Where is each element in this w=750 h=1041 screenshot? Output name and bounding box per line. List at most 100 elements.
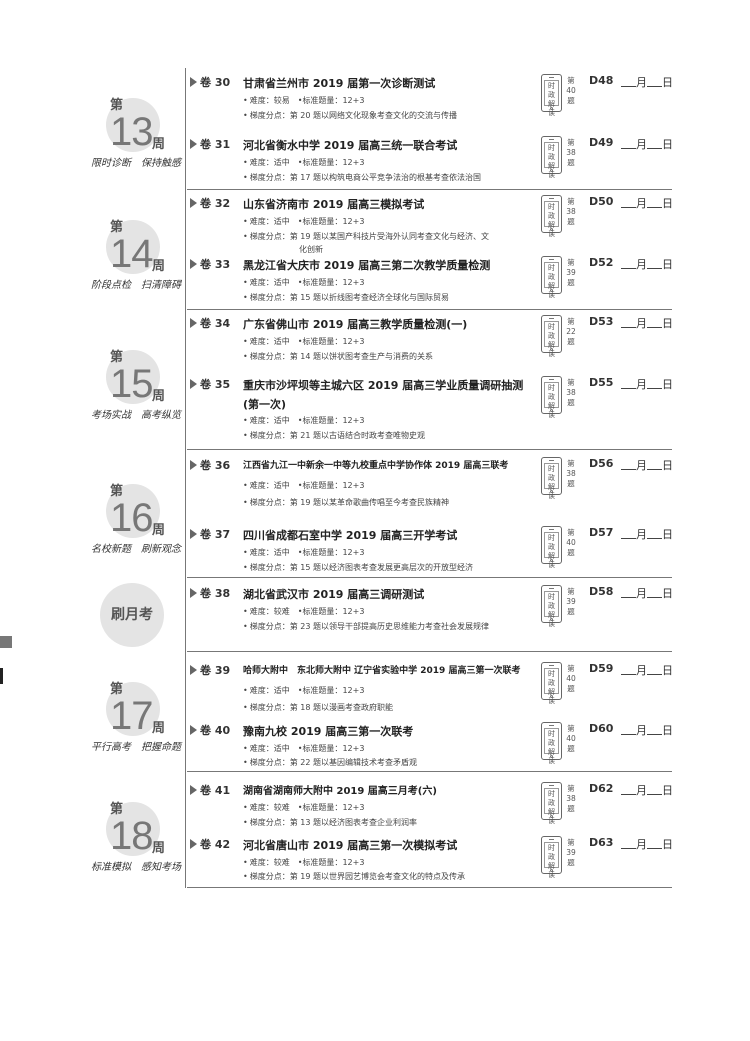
date-blank[interactable]: 月日 <box>621 662 673 678</box>
paper-entry[interactable]: 卷 41 湖南省湖南师大附中 2019 届高三月考(六) •难度：较难 •标准题… <box>187 782 673 834</box>
date-blank[interactable]: 月日 <box>621 722 673 738</box>
section-separator <box>187 308 672 310</box>
day-code: D56 <box>589 457 614 470</box>
week-motto: 平行高考 把握命题 <box>91 742 181 753</box>
date-blank[interactable]: 月日 <box>621 74 673 90</box>
day-code: D63 <box>589 836 614 849</box>
date-blank[interactable]: 月日 <box>621 526 673 542</box>
phone-icon[interactable]: 时政解读 <box>541 315 562 358</box>
arrow-icon <box>190 77 197 87</box>
monthly-badge: 刷月考 <box>80 578 190 652</box>
week-motto: 考场实战 高考纵览 <box>91 410 181 421</box>
paper-entry[interactable]: 卷 34 广东省佛山市 2019 届高三教学质量检测(一) •难度：适中 •标准… <box>187 315 673 371</box>
monthly-exam-label: 刷月考 <box>100 583 164 647</box>
paper-title: 河北省衡水中学 2019 届高三统一联合考试 <box>243 139 458 152</box>
paper-entry[interactable]: 卷 31 河北省衡水中学 2019 届高三统一联合考试 •难度：适中 •标准题量… <box>187 136 673 186</box>
week-number: 15 <box>110 362 153 406</box>
phone-icon[interactable]: 时政解读 <box>541 136 562 179</box>
phone-icon[interactable]: 时政解读 <box>541 526 562 569</box>
arrow-icon <box>190 529 197 539</box>
phone-icon[interactable]: 时政解读 <box>541 457 562 500</box>
monthly-section: 刷月考 卷 38 湖北省武汉市 2019 届高三调研测试 •难度：较难 •标准题… <box>80 578 673 652</box>
divider <box>185 190 186 310</box>
week-number: 18 <box>110 814 153 858</box>
paper-entry[interactable]: 卷 42 河北省唐山市 2019 届高三第一次模拟考试 •难度：较难 •标准题量… <box>187 836 673 884</box>
arrow-icon <box>190 259 197 269</box>
divider <box>185 652 186 772</box>
week-section: 第 18 周 标准模拟 感知考场 卷 41 湖南省湖南师大附中 2019 届高三… <box>80 772 673 888</box>
section-separator <box>187 886 672 888</box>
week-section: 第 13 周 限时诊断 保持触感 卷 30 甘肃省兰州市 2019 届第一次诊断… <box>80 68 673 190</box>
phone-icon[interactable]: 时政解读 <box>541 376 562 419</box>
paper-entry[interactable]: 卷 36 江西省九江一中新余一中等九校重点中学协作体 2019 届高三联考 •难… <box>187 457 673 517</box>
paper-title: 河北省唐山市 2019 届高三第一次模拟考试 <box>243 839 458 852</box>
date-blank[interactable]: 月日 <box>621 315 673 331</box>
phone-icon[interactable]: 时政解读 <box>541 256 562 299</box>
week-number: 13 <box>110 110 153 154</box>
arrow-icon <box>190 785 197 795</box>
week-badge: 第 14 周 阶段点检 扫清障碍 <box>80 190 190 310</box>
date-blank[interactable]: 月日 <box>621 256 673 272</box>
paper-entry[interactable]: 卷 39 哈师大附中 东北师大附中 辽宁省实验中学 2019 届高三第一次联考 … <box>187 662 673 720</box>
day-code: D62 <box>589 782 614 795</box>
divider <box>185 772 186 888</box>
paper-entry[interactable]: 卷 38 湖北省武汉市 2019 届高三调研测试 •难度：较难 •标准题量：12… <box>187 585 673 645</box>
phone-icon[interactable]: 时政解读 <box>541 74 562 117</box>
phone-icon[interactable]: 时政解读 <box>541 722 562 765</box>
phone-icon[interactable]: 时政解读 <box>541 195 562 238</box>
paper-entry[interactable]: 卷 40 豫南九校 2019 届高三第一次联考 •难度：适中 •标准题量：12+… <box>187 722 673 770</box>
day-code: D48 <box>589 74 614 87</box>
phone-icon[interactable]: 时政解读 <box>541 585 562 628</box>
paper-title: 湖北省武汉市 2019 届高三调研测试 <box>243 588 425 601</box>
date-blank[interactable]: 月日 <box>621 195 673 211</box>
arrow-icon <box>190 139 197 149</box>
paper-title: 湖南省湖南师大附中 2019 届高三月考(六) <box>243 786 437 797</box>
paper-entry[interactable]: 卷 33 黑龙江省大庆市 2019 届高三第二次教学质量检测 •难度：适中 •标… <box>187 256 673 306</box>
side-tab-marker <box>0 636 12 648</box>
paper-entry[interactable]: 卷 32 山东省济南市 2019 届高三模拟考试 •难度：适中 •标准题量：12… <box>187 195 673 257</box>
date-blank[interactable]: 月日 <box>621 136 673 152</box>
week-number: 17 <box>110 694 153 738</box>
paper-title: 甘肃省兰州市 2019 届第一次诊断测试 <box>243 77 436 90</box>
date-blank[interactable]: 月日 <box>621 782 673 798</box>
phone-icon[interactable]: 时政解读 <box>541 782 562 825</box>
week-section: 第 16 周 名校新题 刷新观念 卷 36 江西省九江一中新余一中等九校重点中学… <box>80 450 673 578</box>
divider <box>185 310 186 450</box>
section-separator <box>187 576 672 578</box>
paper-title: 山东省济南市 2019 届高三模拟考试 <box>243 198 425 211</box>
week-motto: 名校新题 刷新观念 <box>91 544 181 555</box>
day-code: D55 <box>589 376 614 389</box>
paper-entry[interactable]: 卷 30 甘肃省兰州市 2019 届第一次诊断测试 •难度：较易 •标准题量：1… <box>187 74 673 130</box>
section-separator <box>187 448 672 450</box>
arrow-icon <box>190 198 197 208</box>
date-blank[interactable]: 月日 <box>621 585 673 601</box>
phone-icon[interactable]: 时政解读 <box>541 662 562 705</box>
date-blank[interactable]: 月日 <box>621 836 673 852</box>
day-code: D50 <box>589 195 614 208</box>
week-badge: 第 17 周 平行高考 把握命题 <box>80 652 190 772</box>
paper-title: 江西省九江一中新余一中等九校重点中学协作体 2019 届高三联考 <box>243 461 509 471</box>
day-code: D58 <box>589 585 614 598</box>
paper-entry[interactable]: 卷 37 四川省成都石室中学 2019 届高三开学考试 •难度：适中 •标准题量… <box>187 526 673 576</box>
date-blank[interactable]: 月日 <box>621 376 673 392</box>
divider <box>185 68 186 190</box>
week-badge: 第 16 周 名校新题 刷新观念 <box>80 450 190 578</box>
phone-icon[interactable]: 时政解读 <box>541 836 562 879</box>
divider <box>185 578 186 652</box>
paper-entry[interactable]: 卷 35 重庆市沙坪坝等主城六区 2019 届高三学业质量调研抽测(第一次) •… <box>187 376 673 446</box>
week-motto: 标准模拟 感知考场 <box>91 862 181 873</box>
date-blank[interactable]: 月日 <box>621 457 673 473</box>
day-code: D57 <box>589 526 614 539</box>
paper-title: 黑龙江省大庆市 2019 届高三第二次教学质量检测 <box>243 259 491 272</box>
paper-title: 豫南九校 2019 届高三第一次联考 <box>243 725 414 738</box>
week-number: 16 <box>110 496 153 540</box>
day-code: D60 <box>589 722 614 735</box>
